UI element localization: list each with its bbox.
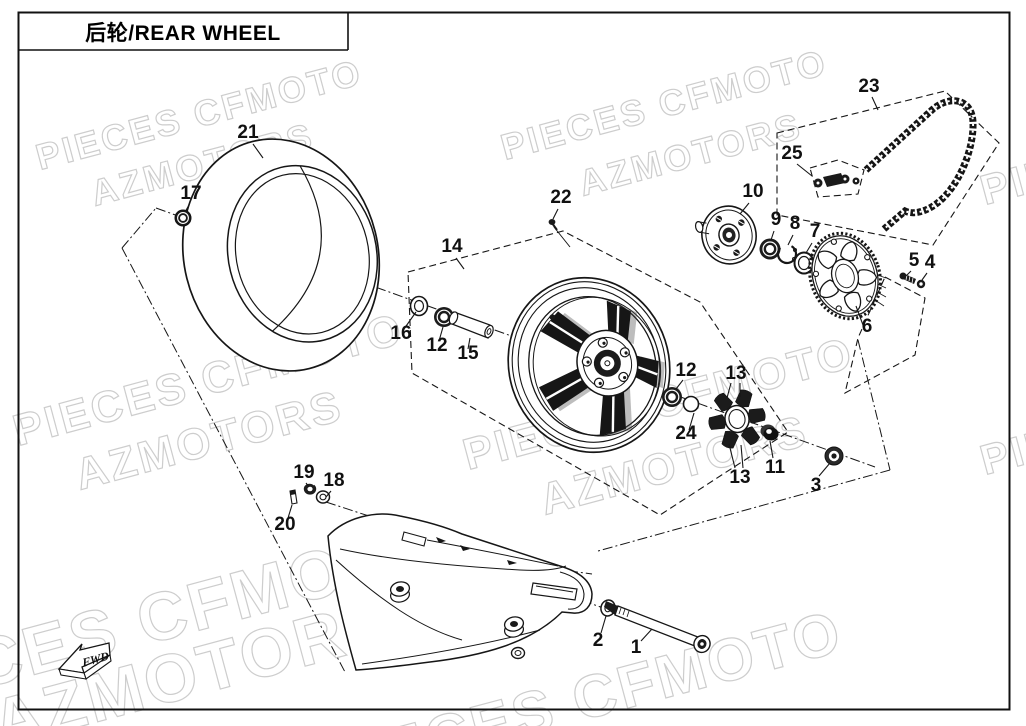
part-label-15: 15 xyxy=(457,343,479,364)
part-label-23: 23 xyxy=(858,76,879,97)
bushing-19-drawing xyxy=(303,482,317,495)
part-label-13-bottom: 13 xyxy=(729,467,750,488)
axle-end-cap xyxy=(559,571,585,610)
part-label-10: 10 xyxy=(742,181,763,202)
nut-17-drawing xyxy=(174,209,192,227)
wheel-panel xyxy=(407,230,789,516)
panel-line xyxy=(121,247,346,673)
part-label-12-left: 12 xyxy=(426,335,447,356)
part-label-22: 22 xyxy=(550,187,571,208)
part-label-3: 3 xyxy=(811,475,822,496)
part-label-5: 5 xyxy=(909,250,920,271)
part-label-9: 9 xyxy=(771,209,782,230)
oring-24-drawing xyxy=(682,395,700,413)
sprocket-bolt-holes xyxy=(812,238,873,312)
rim-hub xyxy=(576,329,639,397)
boss-washer xyxy=(510,646,526,660)
part-label-4: 4 xyxy=(925,252,936,273)
part-label-19: 19 xyxy=(293,462,314,483)
page-border xyxy=(17,11,1011,711)
rim-valve-hole xyxy=(549,314,556,320)
swingarm-boss xyxy=(389,581,411,603)
part-label-1: 1 xyxy=(631,637,642,658)
part-label-21: 21 xyxy=(237,122,259,143)
chain-panel xyxy=(776,90,1000,246)
hub-carrier-drawing xyxy=(694,205,757,265)
masterlink-panel xyxy=(809,159,865,198)
part-label-24: 24 xyxy=(675,423,697,444)
panel-line xyxy=(121,207,157,249)
bearing-12-right-drawing xyxy=(662,387,682,407)
tire-drawing xyxy=(181,138,381,372)
valve-stem-drawing xyxy=(548,219,558,231)
axle-drawing xyxy=(604,601,711,654)
sprocket-bolt-panel xyxy=(844,276,926,395)
master-link-drawing xyxy=(813,173,860,188)
washer-16-drawing xyxy=(409,295,429,317)
part-label-18: 18 xyxy=(323,470,344,491)
rim-drawing xyxy=(507,276,671,454)
part-label-16: 16 xyxy=(390,323,411,344)
tire-inner-wall xyxy=(271,165,322,332)
spacer-15-drawing xyxy=(448,311,494,339)
spacer-3-drawing xyxy=(824,446,844,466)
panel-line xyxy=(857,339,891,471)
part-label-6: 6 xyxy=(862,316,873,337)
part-label-20: 20 xyxy=(274,514,295,535)
part-label-12-right: 12 xyxy=(675,360,696,381)
part-label-11: 11 xyxy=(765,457,786,478)
part-label-17: 17 xyxy=(180,183,201,204)
pin-20-drawing xyxy=(289,489,298,505)
leader-lines xyxy=(184,96,928,642)
part-label-13-top: 13 xyxy=(725,363,746,384)
chain-drawing xyxy=(863,97,977,232)
valve-leader xyxy=(553,226,571,248)
swingarm-boss xyxy=(503,616,525,638)
group-panels xyxy=(407,90,1000,516)
bushing-11-drawing xyxy=(760,424,779,441)
part-label-7: 7 xyxy=(810,221,821,242)
page-title: 后轮/REAR WHEEL xyxy=(85,21,281,45)
direction-arrows xyxy=(436,537,517,565)
bearing-9-drawing xyxy=(759,238,781,260)
washer-18-drawing xyxy=(315,490,331,504)
fwd-arrow: FWD xyxy=(57,642,112,680)
part-label-14: 14 xyxy=(441,236,463,257)
sprocket-drawing xyxy=(808,231,882,321)
guard-tab xyxy=(401,531,427,547)
swingarm-drawing xyxy=(327,513,593,671)
nut-4-drawing xyxy=(916,279,926,289)
part-label-2: 2 xyxy=(593,630,604,651)
part-labels: 21 17 22 14 16 12 15 10 9 8 7 23 25 5 4 … xyxy=(180,76,935,658)
panel-line xyxy=(597,469,891,552)
part-label-8: 8 xyxy=(790,213,801,234)
part-label-25: 25 xyxy=(781,143,803,164)
